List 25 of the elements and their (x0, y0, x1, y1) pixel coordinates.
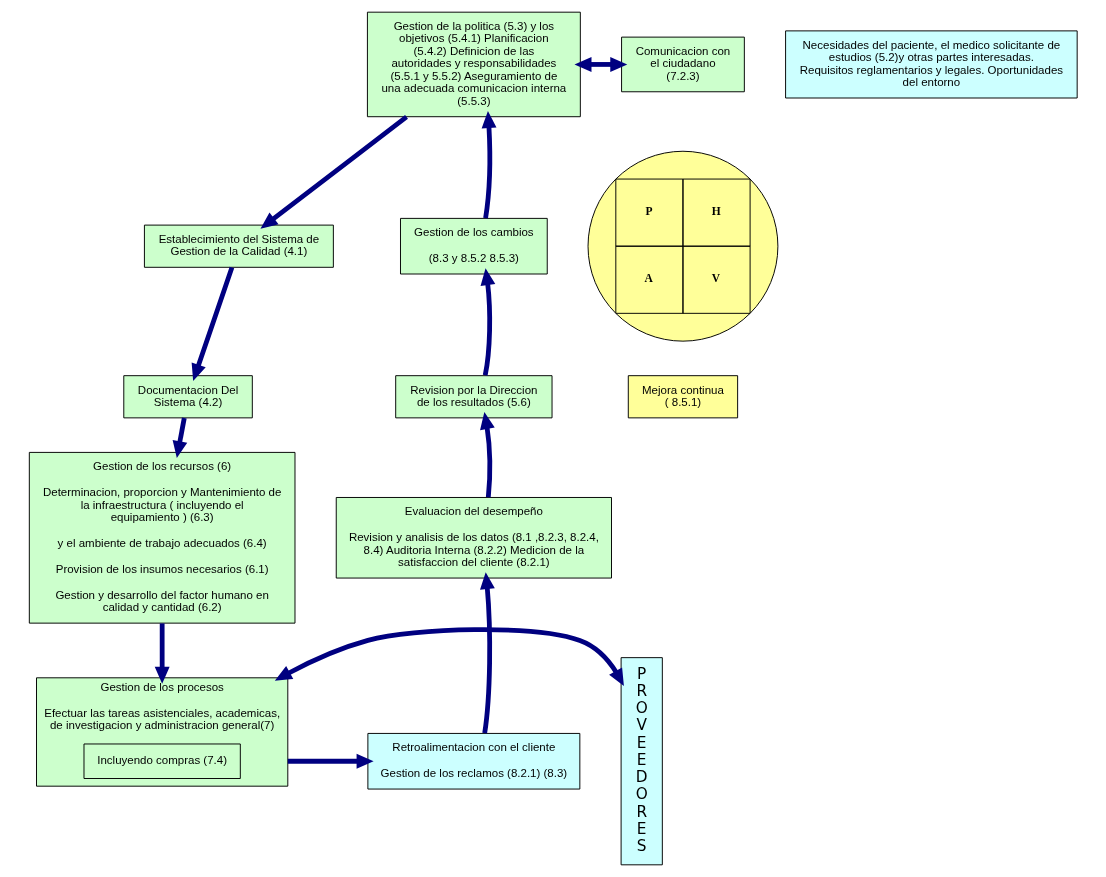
arrow (287, 753, 374, 769)
arrow (260, 115, 408, 229)
arrow (274, 627, 624, 686)
arrow (480, 268, 496, 376)
arrow (172, 417, 188, 459)
arrow (191, 266, 235, 381)
node-box: Retroalimentacion con el cliente Gestion de los reclamos (8.2.1) (8.3) (367, 732, 581, 790)
node-box: PROVEEDORES (620, 657, 663, 866)
arrow (480, 572, 495, 734)
arrow (574, 57, 628, 72)
node-box: Documentacion Del Sistema (4.2) (123, 375, 253, 419)
node-box: Establecimiento del Sistema de Gestion de la Calidad (4.1) (143, 224, 334, 268)
node-box: Gestion de la politica (5.3) y los objetivos (5.4.1) Planificacion (5.4.2) Definicion de las autoridades y responsabilidades (5.5.1 y 5.5.2) Aseguramiento de una adecuada comunicacion interna (5.5.3) (366, 11, 581, 118)
node-box: Evaluacion del desempeño Revision y analisis de los datos (8.1 ,8.2.3, 8.2.4, 8.4) Auditoria Interna (8.2.2) Medicion de la satisfaccion del cliente (8.2.1) (335, 497, 612, 579)
node-box: Gestion de los recursos (6) Determinacion, proporcion y Mantenimiento de la infraestructura ( incluyendo el equipamiento ) (6.3) y el ambiente de trabajo adecuados (6.4) Provision de los insumos necesarios (6.1) Gestion y desarrollo del factor humano en calidad y cantidad (6.2) (28, 451, 296, 624)
node-box: Revision por la Direccion de los resultados (5.6) (395, 375, 553, 419)
arrow (154, 623, 170, 684)
node-box: Comunicacion con el ciudadano (7.2.3) (621, 36, 745, 93)
arrow (480, 412, 495, 498)
arrow (481, 110, 497, 219)
node-box: Incluyendo compras (7.4) (83, 743, 241, 779)
node-box: Gestion de los cambios (8.3 y 8.5.2 8.5.3) (400, 217, 548, 275)
node-box: Necesidades del paciente, el medico solicitante de estudios (5.2)y otras partes interesadas. Requisitos reglamentarios y legales. Oportunidades del entorno (785, 30, 1078, 99)
node-circle: P H A V (587, 150, 779, 342)
node-box: Mejora continua ( 8.5.1) (627, 375, 739, 419)
